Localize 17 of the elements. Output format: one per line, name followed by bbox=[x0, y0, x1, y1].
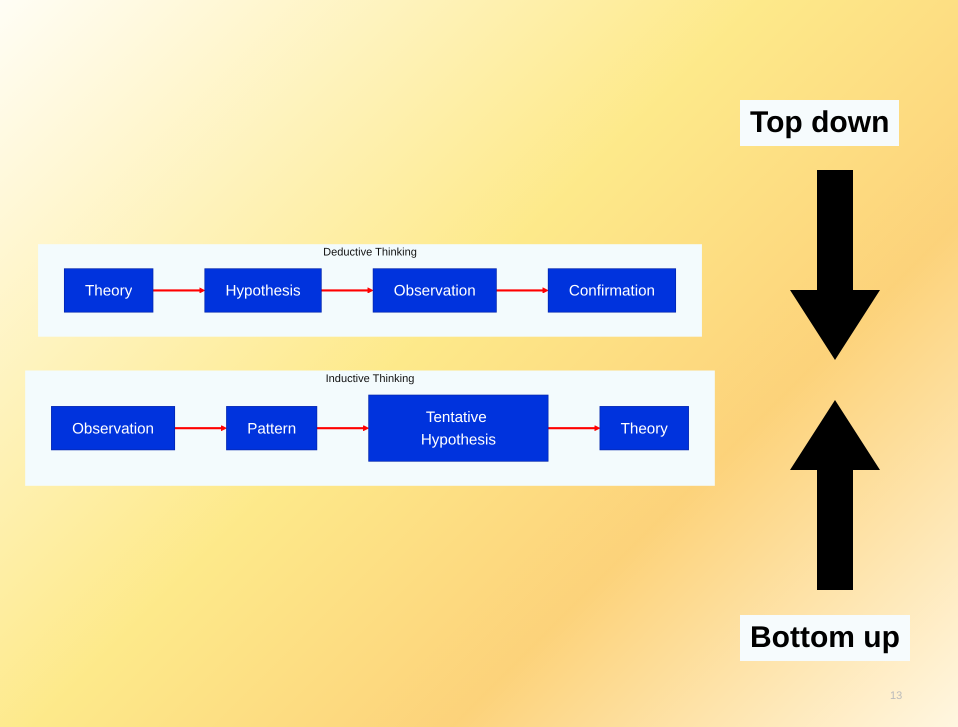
node-box: Hypothesis bbox=[204, 268, 322, 313]
arrow bbox=[316, 425, 369, 432]
page-number: 13 bbox=[890, 690, 902, 702]
arrow bbox=[321, 287, 374, 294]
arrow bbox=[153, 287, 206, 294]
arrow bbox=[174, 425, 227, 432]
node-box: Theory bbox=[64, 268, 154, 313]
node-box: Pattern bbox=[226, 406, 318, 450]
direction-label: Bottom up bbox=[740, 615, 910, 661]
arrow bbox=[496, 287, 548, 294]
arrow bbox=[548, 425, 600, 432]
node-box: Theory bbox=[600, 406, 689, 450]
node-box: Tentative Hypothesis bbox=[368, 394, 548, 462]
node-box: Observation bbox=[51, 406, 176, 450]
direction-label: Top down bbox=[740, 100, 900, 146]
node-box: Confirmation bbox=[548, 268, 676, 313]
node-box: Observation bbox=[372, 268, 497, 313]
